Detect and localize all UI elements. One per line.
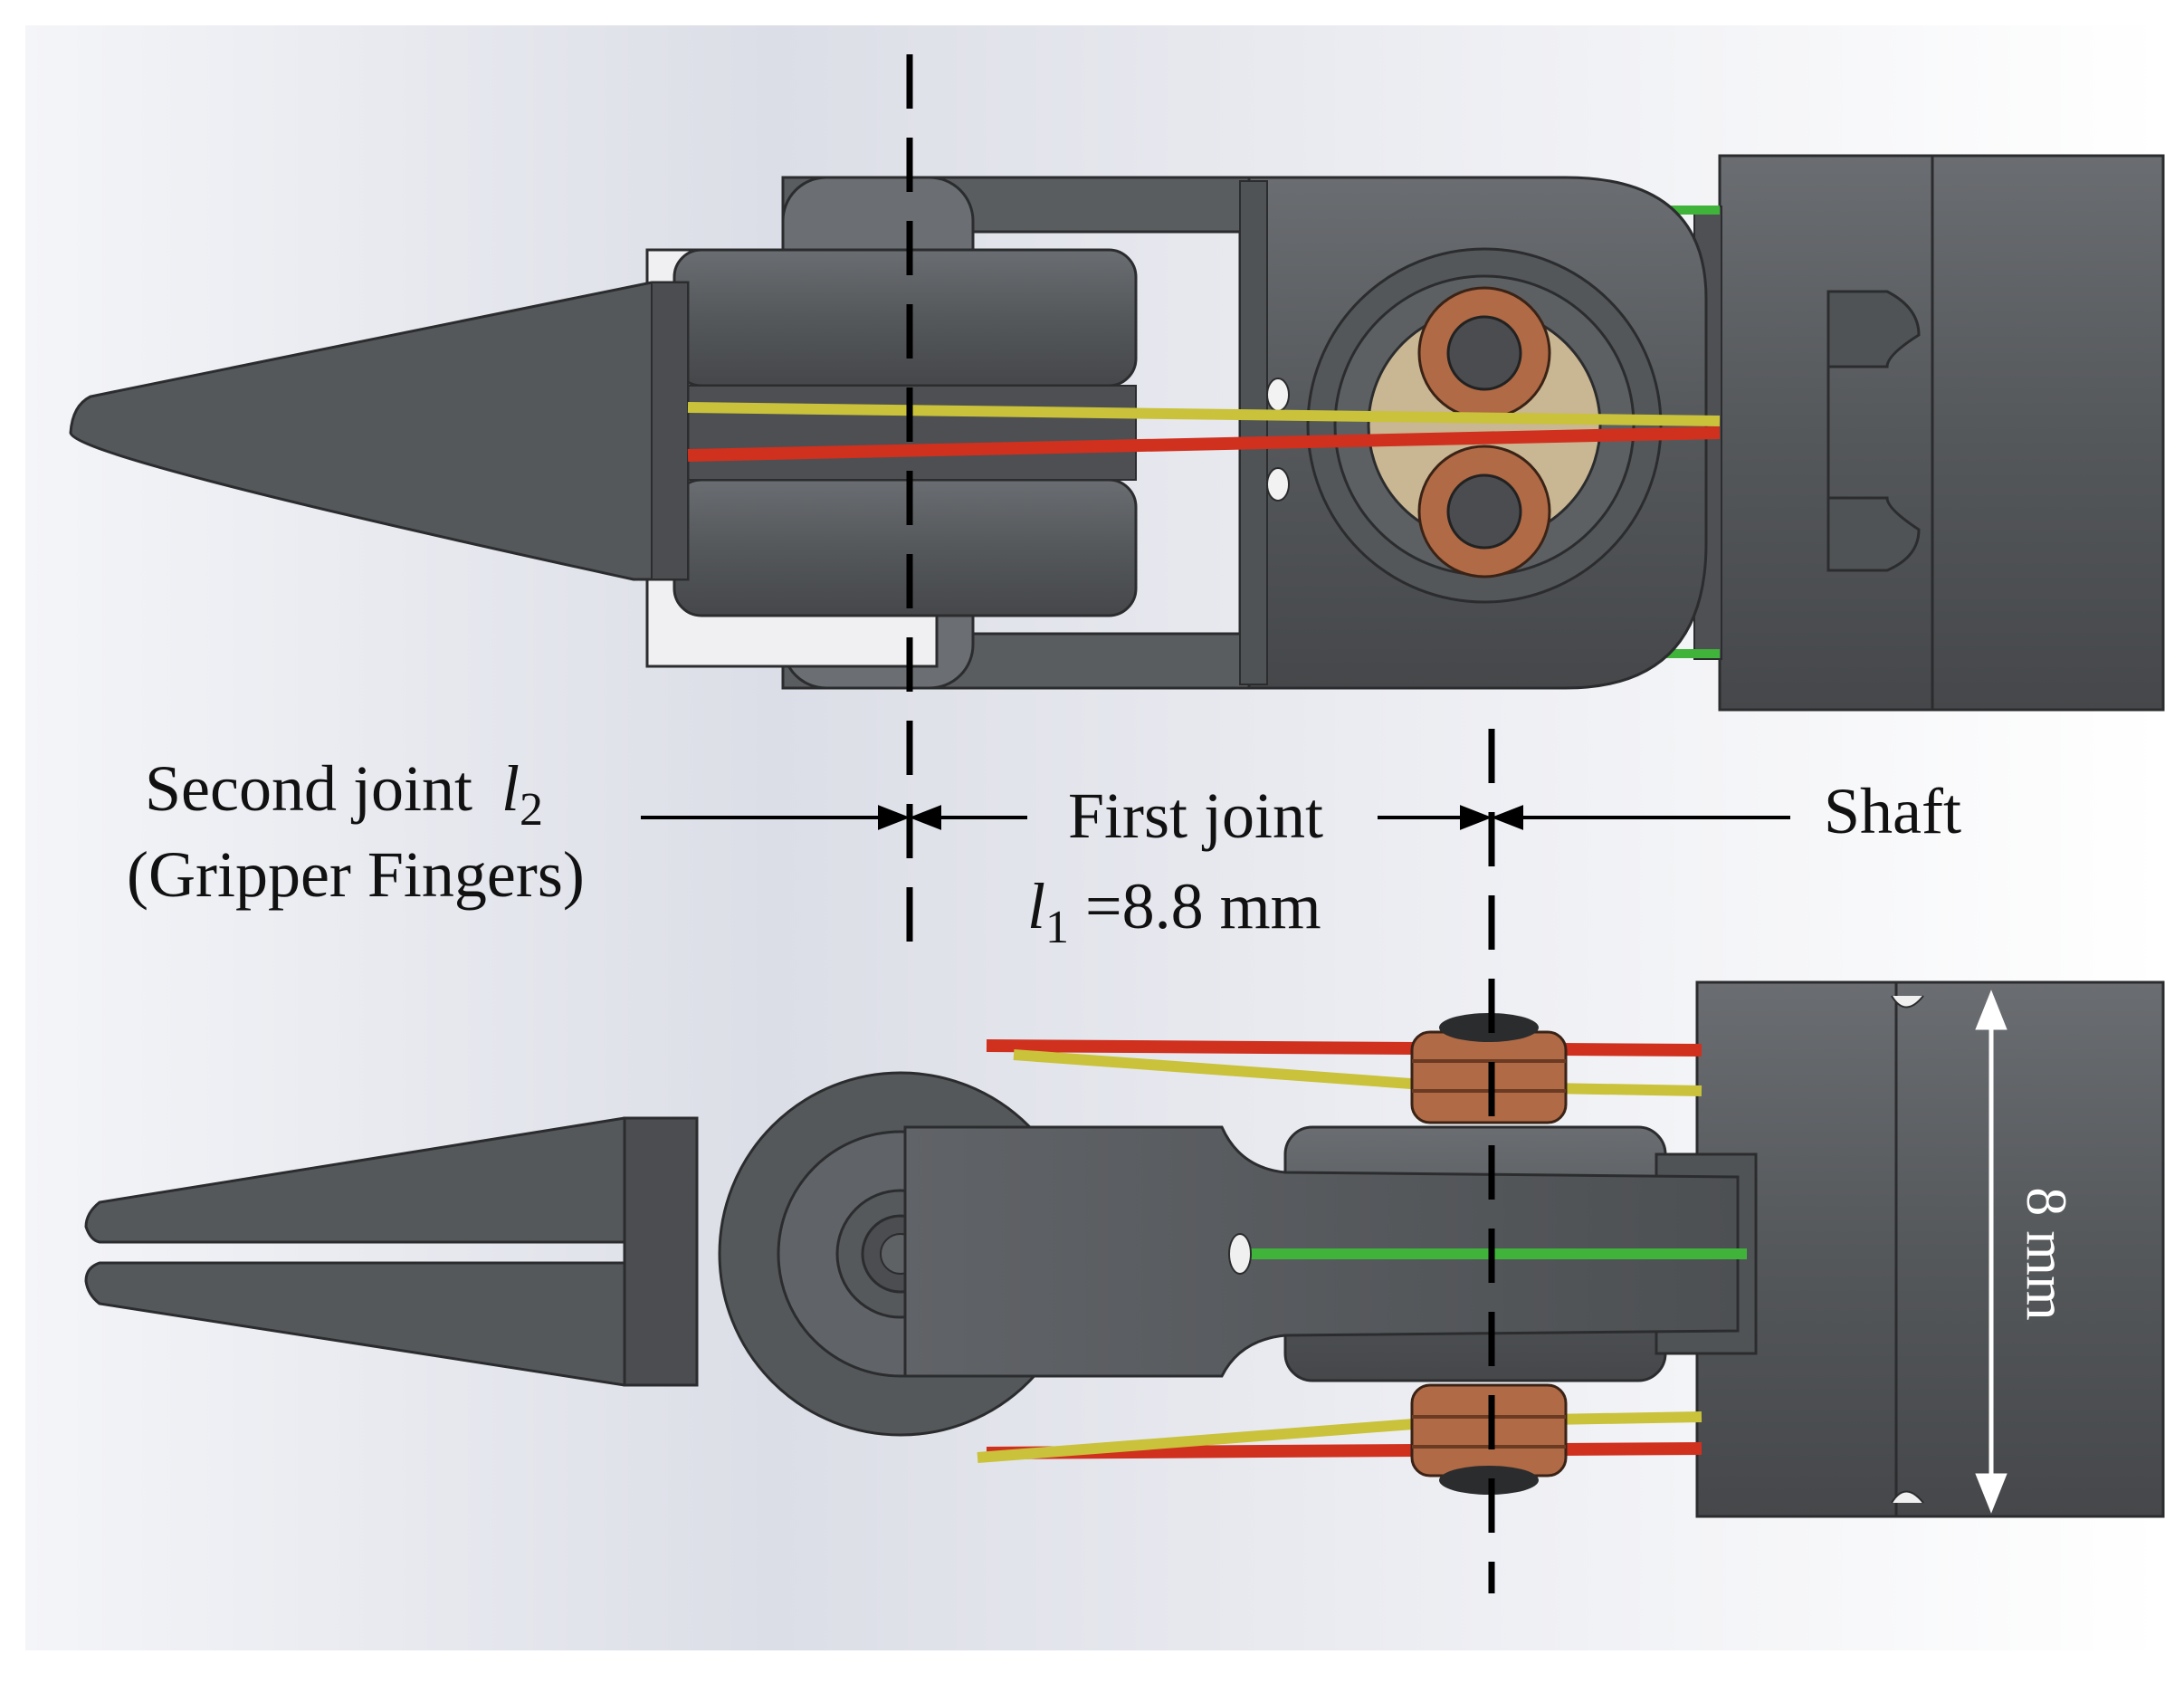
gripper-finger-top-view: [69, 281, 690, 581]
first-joint-length-label: l1 =8.8 mm: [1027, 870, 1321, 953]
first-joint-label: First joint: [1068, 779, 1323, 852]
gripper-finger-upper: [84, 1116, 690, 1244]
first-joint-pulley-top: [1306, 247, 1663, 604]
dimension-arrows: [641, 805, 1790, 830]
shaft-top: [1693, 154, 2165, 712]
bottom-view-assembly: [84, 980, 2165, 1518]
shaft-diameter-label: 8 mm: [2015, 1187, 2079, 1321]
top-view-assembly: [69, 154, 2165, 712]
gripper-fingers-label: (Gripper Fingers): [127, 838, 585, 911]
shaft-bottom: [1695, 980, 2165, 1518]
second-joint-label: Second joint l2: [145, 752, 543, 836]
shaft-diameter-arrow: [1975, 990, 2008, 1514]
shaft-label: Shaft: [1824, 775, 1961, 847]
gripper-finger-lower: [84, 1261, 690, 1387]
